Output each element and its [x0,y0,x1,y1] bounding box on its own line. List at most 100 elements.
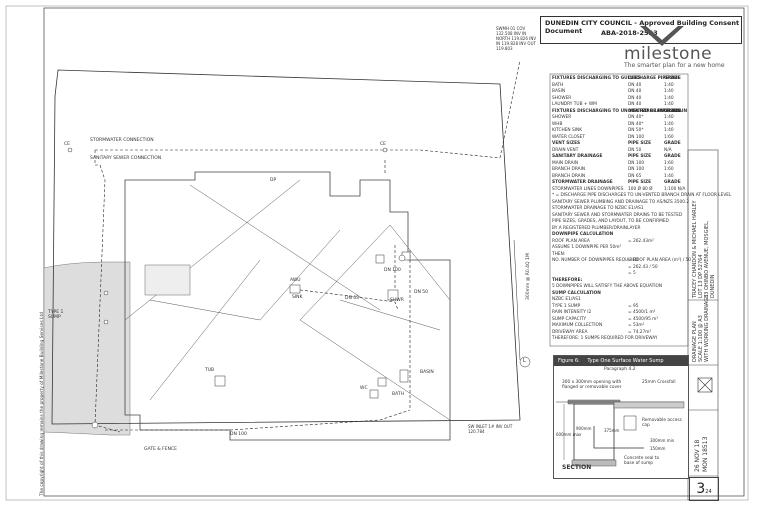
figure-d2: 375mm [604,428,620,433]
notes-row: STORMWATER DRAINAGE TO NZBC E1/AS1 [552,206,644,211]
notes-col-a: THEREFORE: [552,277,583,283]
notes-row: NO. NUMBER OF DOWNPIPES REQUIRED= ROOF P… [552,258,691,263]
notes-row: DRIVEWAY AREA= 74.27m² [552,330,651,335]
notes-col-a: BRANCH DRAIN [552,173,586,179]
notes-col-a: LAUNDRY TUB + WM [552,102,597,107]
notes-row: SANITARY SEWER PLUMBING AND DRAINAGE TO … [552,200,689,205]
notes-row: * = DISCHARGE PIPE DISCHARGES TO UN-VENT… [552,193,731,198]
stamp-council: DUNEDIN CITY COUNCIL - Approved Building… [545,19,740,35]
notes-col-a: PIPE SIZES, GRADES, AND LAYOUT, TO BE CO… [552,219,669,224]
notes-col-a: NO. NUMBER OF DOWNPIPES REQUIRED [552,258,639,263]
dn50-label: DN 50 [414,290,428,295]
figure-title: Type One Surface Water Sump [587,358,664,364]
notes-col-a: STORMWATER DRAINAGE TO NZBC E1/AS1 [552,206,644,211]
sheet-total: 24 [705,489,712,495]
notes-col-b: = ROOF PLAN AREA (m²) / 50 [628,258,692,263]
grid-label: L [523,358,526,364]
notes-col-a: KITCHEN SINK [552,128,583,133]
notes-col-a: SUMP CALCULATION [552,290,601,296]
notes-col-c: 1:40 [664,89,674,94]
dn63-label: DN 63 [345,296,359,301]
sheet-current: 3 [696,481,706,497]
notes-row: DOWNPIPE CALCULATION [552,232,613,237]
notes-col-a: THEN: [552,251,566,257]
notes-col-a: FIXTURES DISCHARGING TO GULLIES [552,76,641,81]
figure-opening-note: 300 x 300mm opening with flanged or remo… [562,380,622,390]
notes-col-b: = 5 [628,271,636,276]
notes-col-a: WATER CLOSET [552,134,586,140]
notes-row: THEREFORE: [552,278,582,283]
notes-col-b: PIPE SIZE [628,141,652,146]
figure-d3: 300mm min [650,438,675,443]
approval-stamp: DUNEDIN CITY COUNCIL - Approved Building… [540,16,742,44]
notes-col-b: DN 65 [628,173,642,179]
figure-d4: 150mm [650,446,666,451]
notes-col-c: 1:40 [664,115,674,120]
notes-col-c: 1:40 [664,128,674,133]
notes-col-a: SHOWER [552,115,572,120]
notes-col-b: DN 40 [628,82,642,88]
figure-header: Figure 6: Type One Surface Water Sump [554,356,688,366]
notes-col-a: TYPE 1 SUMP [552,303,581,309]
notes-row: NZBC E1/AS1 [552,297,581,302]
notes-col-a: 5 DOWNPIPES WILL SATISFY THE ABOVE EQUAT… [552,284,663,289]
sump-label: TYPE 1 SUMP [48,310,64,320]
notes-col-b: DN 40 [628,89,642,94]
notes-col-c: GRADE [664,141,681,146]
notes-col-a: BATH [552,82,564,88]
figure-crossfall-note: 25mm Crossfall [642,380,676,385]
notes-row: BY A REGISTERED PLUMBER/DRAINLAYER [552,226,640,231]
notes-col-b: DN 40 [628,95,642,101]
tb-job: MON 18513 [702,436,709,472]
dp-label: DP [270,178,277,183]
figure-section-label: SECTION [562,464,592,471]
notes-col-c: 1:40 [664,121,674,127]
tb-city: DUNEDIN [710,274,716,298]
notes-col-c: 1:60 [664,134,674,140]
notes-col-c: N/A [664,147,672,153]
notes-row: THEREFORE: 1 SUMPS REQUIRED FOR DRIVEWAY [552,336,658,341]
notes-col-a: SANITARY DRAINAGE [552,154,603,159]
inv-top-label: SWMH 01 COV 132.508 INV IN NORTH 119.826… [496,26,537,51]
inv-bottom-label: SW INLET 1# INV OUT 120.784 [468,424,513,434]
notes-row: PIPE SIZES, GRADES, AND LAYOUT, TO BE CO… [552,219,669,224]
figure-depth: 600mm max [556,432,582,437]
notes-col-b: DN 40* [628,121,644,127]
notes-col-a: RAIN INTENSITY I2 [552,310,592,315]
notes-col-a: DRAIN VENT [552,147,579,153]
notes-row: SANITARY SEWER AND STORMWATER DRAINS TO … [552,213,682,218]
notes-row: ASSUME 1 DOWNPIPE PER 50m² [552,245,621,250]
notes-col-b: DN 40* [628,115,644,120]
notes-row: TYPE 1 SUMP= 95 [552,303,638,309]
notes-row: MAXIMUM COLLECTION= 53m² [552,323,644,328]
notes-row: SHOWER DN 40* 1:40 [552,115,674,120]
figure-number: Figure 6: [558,358,580,364]
notes-row: ROOF PLAN AREA= 262.43m² [552,239,654,244]
notes-col-a: SANITARY SEWER PLUMBING AND DRAINAGE TO … [552,199,690,205]
notes-col-b: = 4500/1 m² [628,310,656,315]
dn100-label: DN 100 [384,268,401,273]
notes-col-b: DN 100 [628,160,645,166]
notes-col-c: 1:40 [664,102,674,107]
tb-date: 26 NOV 18 [694,439,701,472]
notes-col-b: 100 Ø 80 Ø [628,186,653,192]
figure-removable-note: Removable access cap [642,418,682,428]
notes-row: SUMP CALCULATION [552,291,601,296]
notes-col-a: ASSUME 1 DOWNPIPE PER 50m² [552,245,622,250]
notes-row: SUMP CAPACITY= 4500/95 m² [552,317,658,322]
bath-label: BATH [392,392,404,397]
notes-col-a: BRANCH DRAIN [552,167,586,172]
notes-col-c: GRADE [664,76,681,81]
notes-col-b: DN 40 [628,102,642,107]
notes-col-a: * = DISCHARGE PIPE DISCHARGES TO UN-VENT… [552,193,732,198]
